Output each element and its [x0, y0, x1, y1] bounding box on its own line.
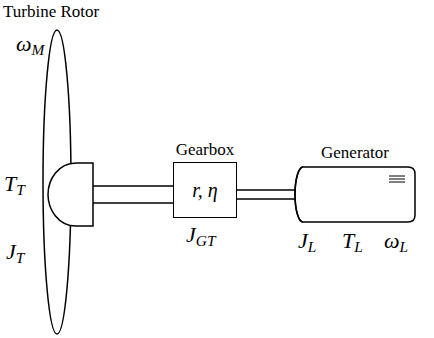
shaft-connector: [237, 194, 295, 195]
symbol-label: TL: [342, 229, 363, 253]
symbol-label: JT: [6, 240, 24, 264]
gearbox-box: r, η: [173, 162, 237, 218]
generator-outline: [295, 167, 415, 222]
shaft-outline: [237, 189, 295, 200]
node-heading: Generator: [321, 143, 389, 163]
part-label: Turbine Rotor: [3, 3, 99, 22]
node-text: r, η: [192, 179, 218, 202]
symbol-label: TT: [4, 172, 25, 196]
node-heading: Gearbox: [176, 140, 235, 160]
symbol-label: JGT: [186, 223, 215, 247]
symbol-label: ωL: [384, 229, 408, 253]
shaft-fill: [237, 191, 295, 199]
rotor-hub: [48, 163, 93, 226]
generator-node: Generator: [295, 143, 415, 222]
gearbox-node: Gearbox r, η: [170, 140, 240, 218]
generator-body: [295, 167, 415, 222]
rotor-shaft: [92, 186, 174, 203]
symbol-label: JL: [298, 229, 316, 253]
symbol-label: ωM: [16, 32, 44, 56]
